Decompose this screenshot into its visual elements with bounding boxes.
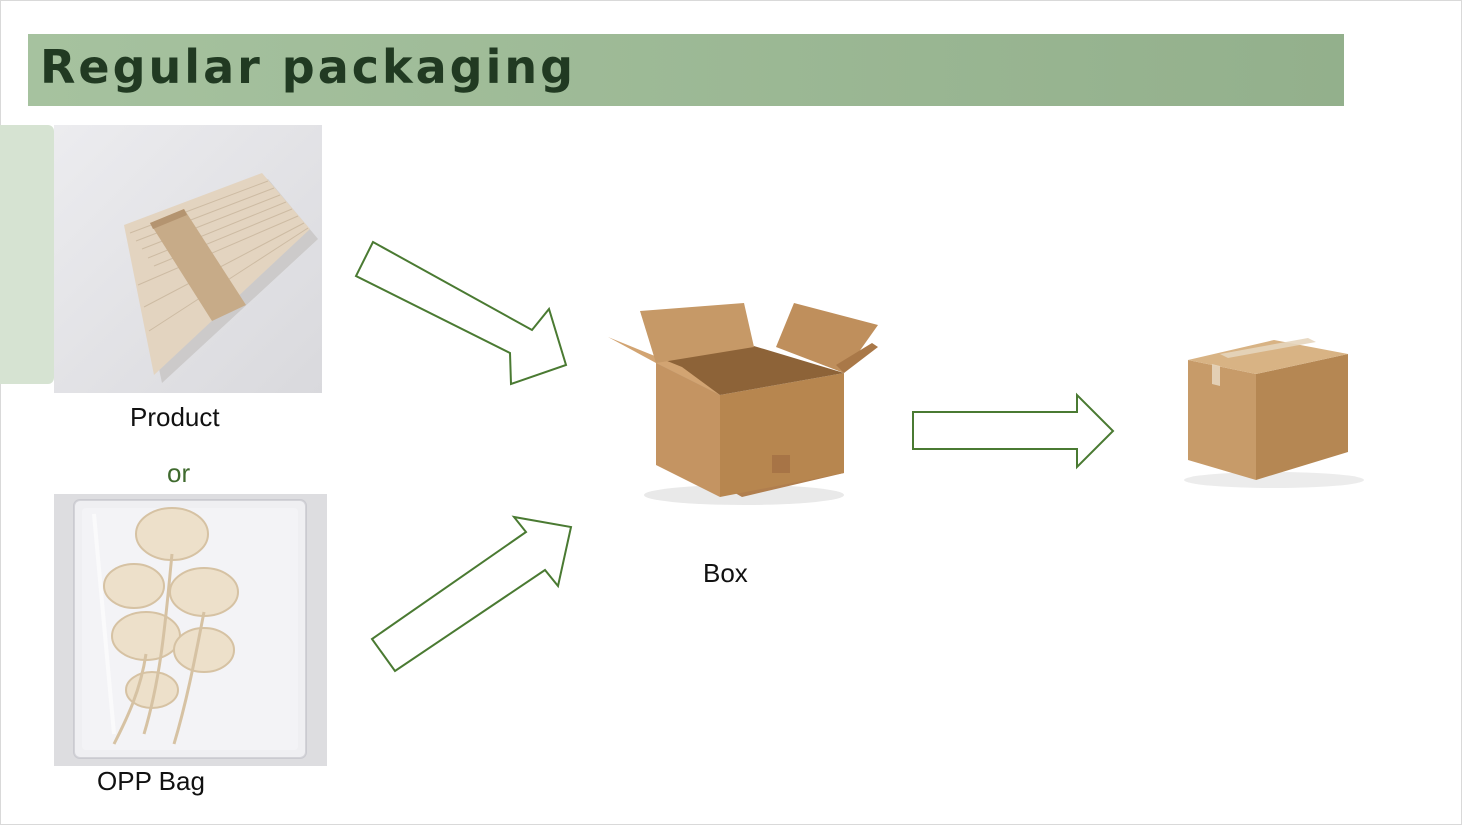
arrow-box-to-shipping-icon bbox=[912, 392, 1115, 470]
closed-box-image bbox=[1162, 320, 1384, 502]
or-label: or bbox=[167, 458, 191, 488]
arrow-bag-to-box-icon bbox=[370, 515, 573, 673]
open-box-image bbox=[594, 255, 896, 550]
product-label: Product bbox=[130, 402, 220, 432]
title-banner: Regular packaging bbox=[28, 34, 1344, 106]
side-accent-bar bbox=[0, 125, 54, 384]
arrow-product-to-box-icon bbox=[354, 240, 568, 386]
slide-title: Regular packaging bbox=[40, 40, 577, 94]
product-image bbox=[54, 125, 322, 393]
opp-bag-image bbox=[54, 494, 327, 766]
opp-bag-label: OPP Bag bbox=[97, 766, 205, 796]
box-label: Box bbox=[703, 558, 748, 588]
